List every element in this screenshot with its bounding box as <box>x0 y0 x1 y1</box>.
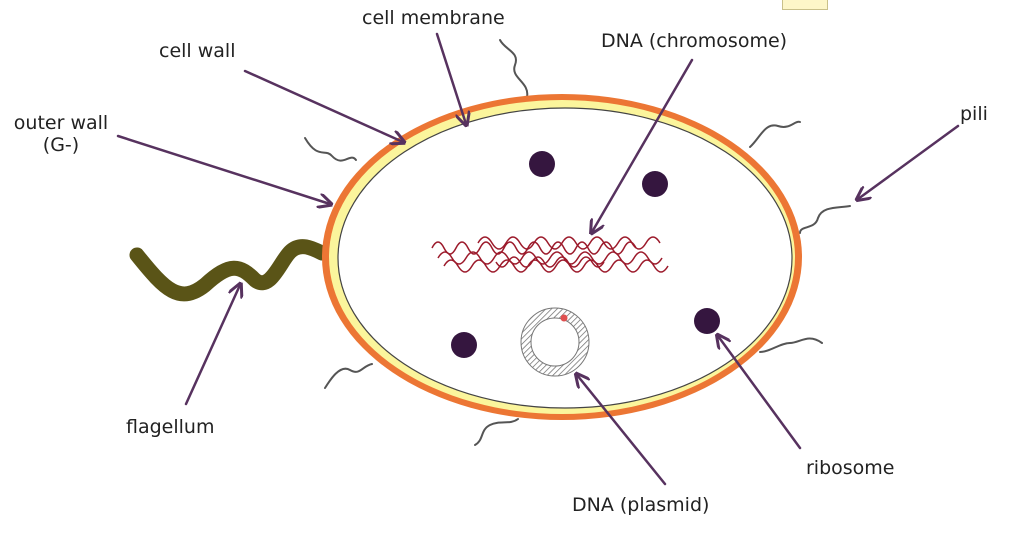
pilus <box>799 205 851 234</box>
arrow-cell-membrane <box>435 32 466 124</box>
pilus <box>499 39 529 98</box>
arrow-dna-plasmid <box>577 375 667 486</box>
dna-chromosome-strands <box>431 236 669 273</box>
label-cell-wall: cell wall <box>159 40 236 62</box>
arrow-pili <box>858 124 960 199</box>
label-cell-membrane: cell membrane <box>362 7 505 29</box>
arrow-ribosome <box>718 336 802 450</box>
ribosome-dot <box>529 151 555 177</box>
label-outer-wall: outer wall (G-) <box>10 112 112 156</box>
pilus <box>304 137 357 162</box>
ribosome-dot <box>694 308 720 334</box>
sticky-note-corner <box>782 0 828 10</box>
label-pili: pili <box>960 103 988 125</box>
ribosome-dot <box>642 171 668 197</box>
arrow-cell-wall <box>243 69 403 142</box>
plasmid <box>520 307 590 377</box>
arrow-outer-wall <box>116 134 330 204</box>
label-dna-chromosome: DNA (chromosome) <box>601 30 788 52</box>
pilus <box>759 337 823 353</box>
pilus <box>324 363 373 389</box>
label-outer-wall-line1: outer wall <box>13 112 109 134</box>
ribosome-dot <box>451 332 477 358</box>
label-outer-wall-line2: (G-) <box>42 134 80 156</box>
arrow-flagellum <box>184 285 240 406</box>
ribosomes <box>451 151 720 358</box>
label-ribosome: ribosome <box>806 457 895 479</box>
label-arrows <box>116 32 960 486</box>
label-dna-plasmid: DNA (plasmid) <box>572 494 710 516</box>
pili-group <box>304 39 851 446</box>
pilus <box>474 418 519 446</box>
arrow-dna-chromosome <box>592 58 694 232</box>
flagellum-shape <box>129 239 330 302</box>
pilus <box>749 120 801 148</box>
label-flagellum: flagellum <box>126 416 215 438</box>
